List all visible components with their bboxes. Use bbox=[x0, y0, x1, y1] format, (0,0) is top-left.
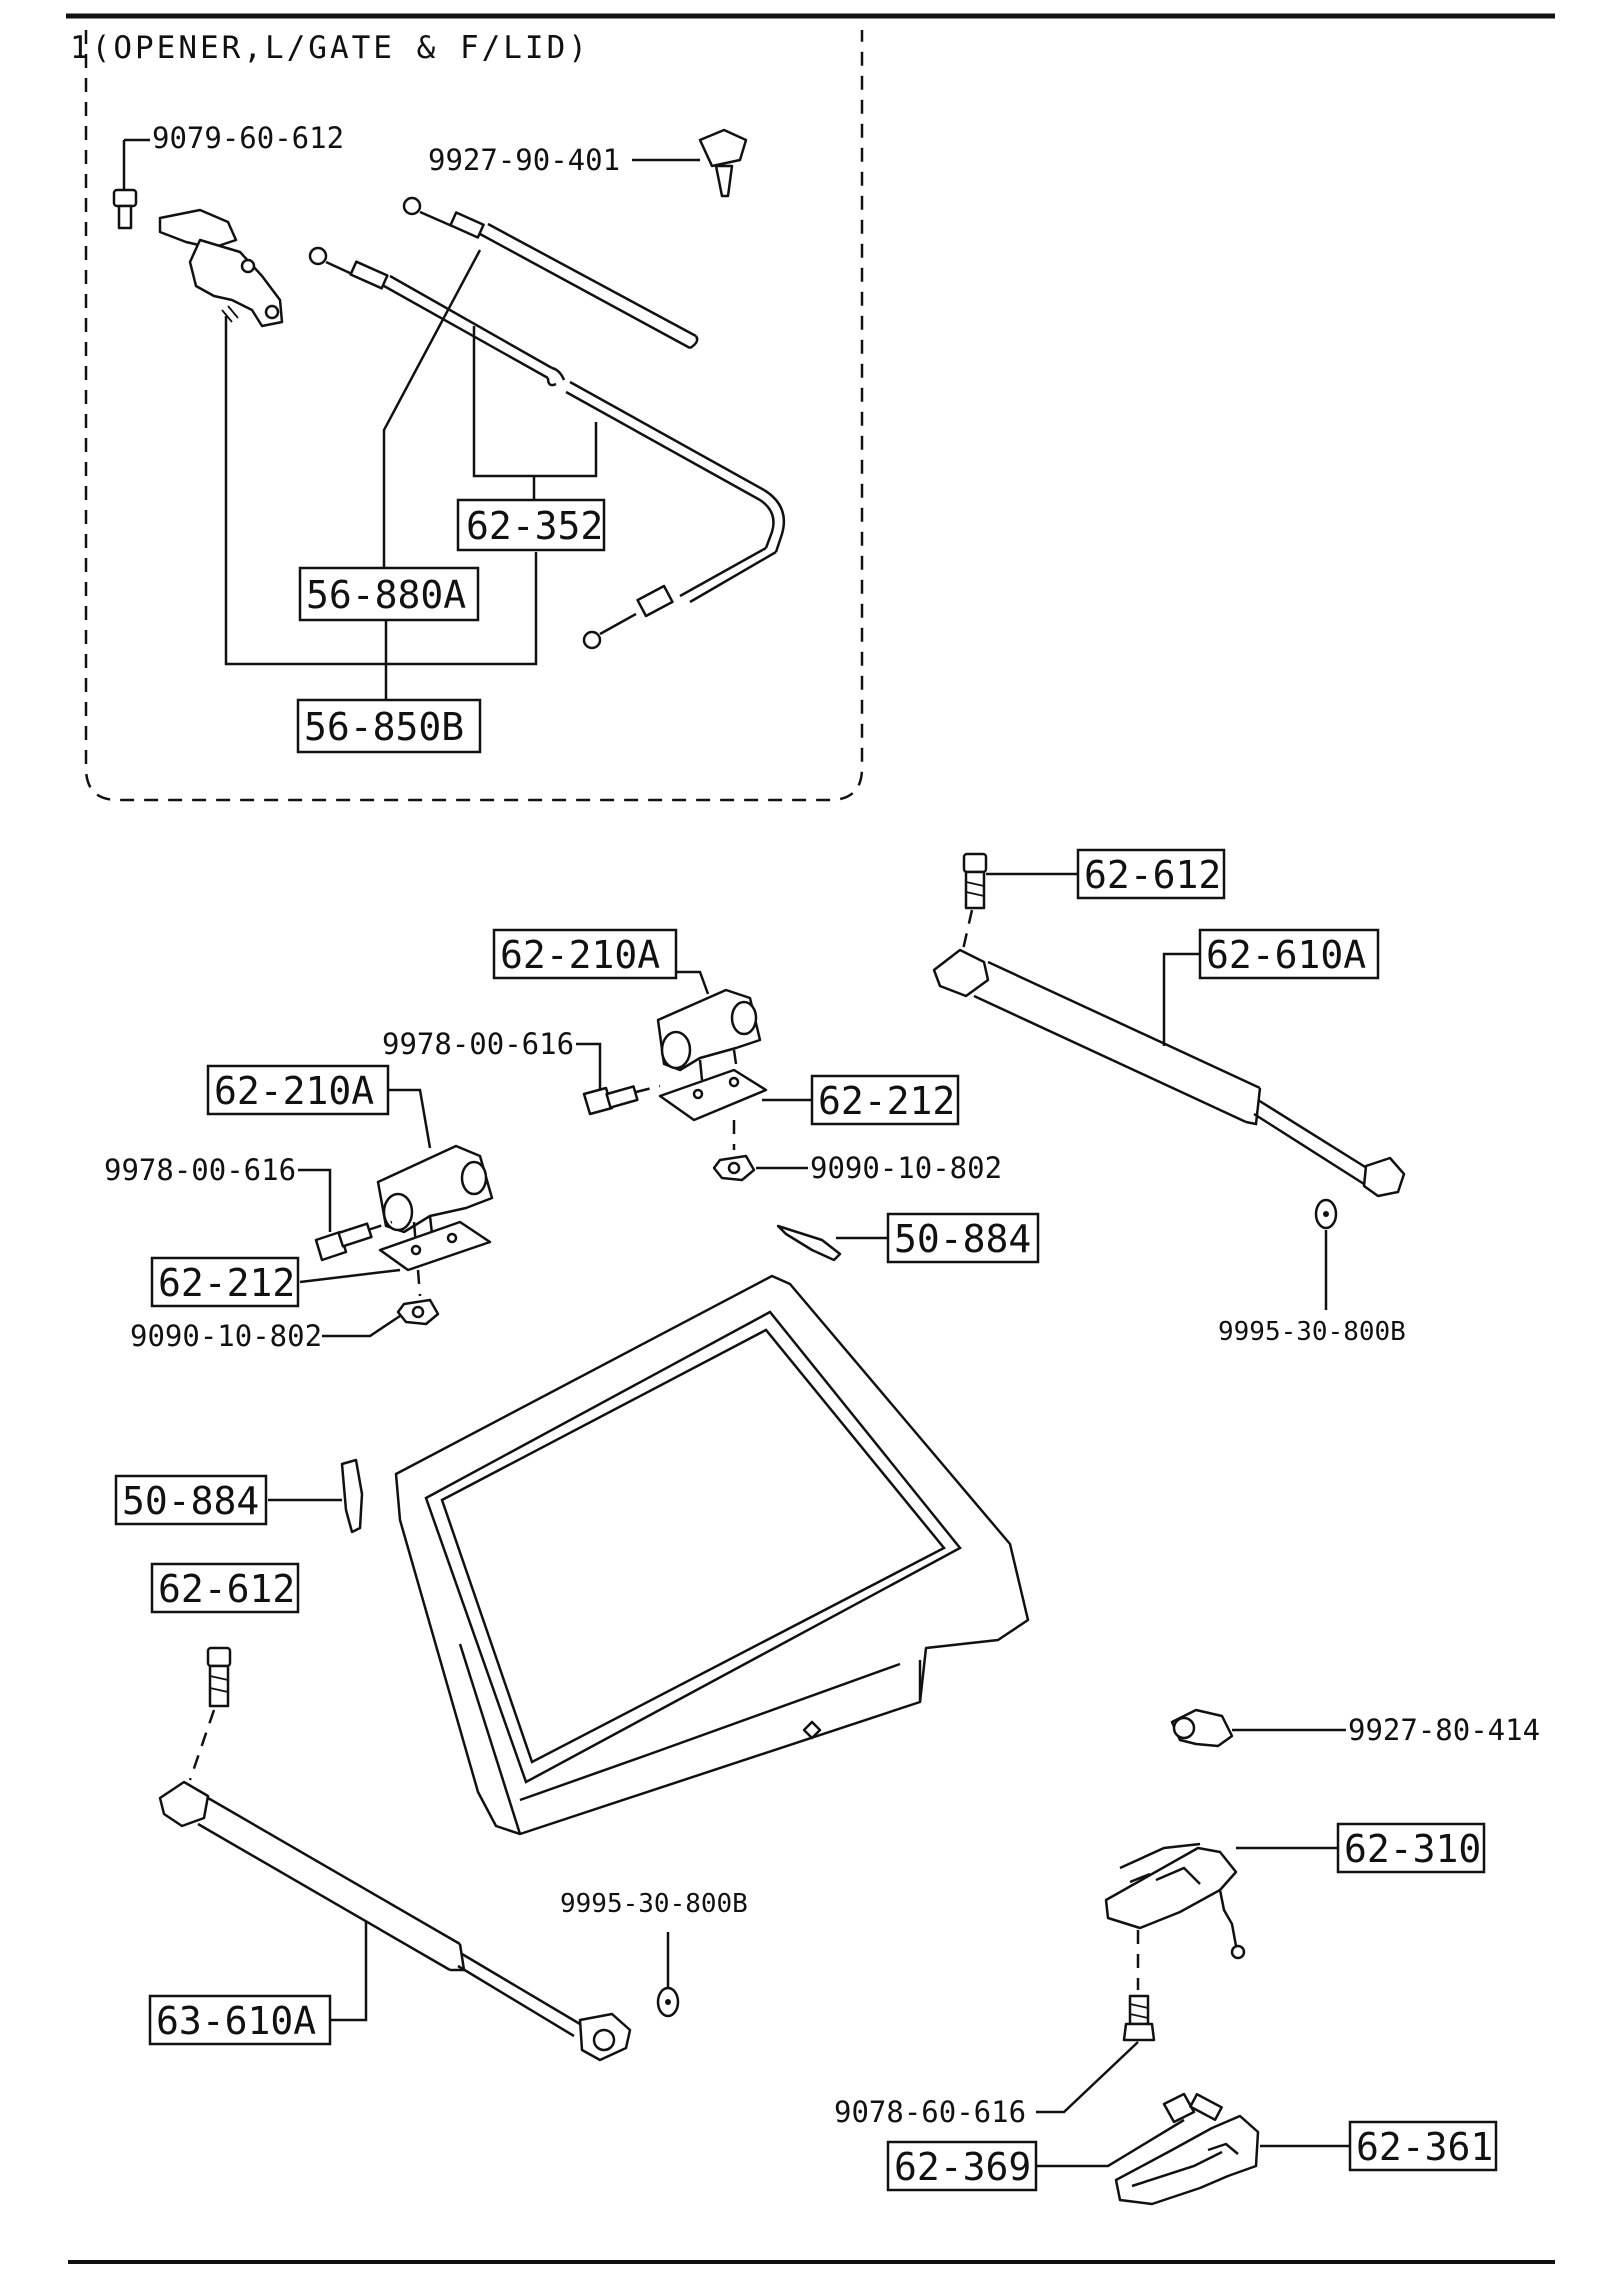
callout-box-62-210A-upper bbox=[492, 928, 678, 980]
callout-box-62-210A-lower bbox=[206, 1064, 390, 1116]
callout-62-210A-upper: 62-210A bbox=[500, 933, 660, 977]
callout-62-369: 62-369 bbox=[894, 2145, 1031, 2189]
callout-box-62-352 bbox=[456, 498, 606, 552]
callout-9090-10-802-lower: 9090-10-802 bbox=[130, 1319, 322, 1353]
leader-c7 bbox=[1162, 952, 1200, 1046]
clip-9927-80-414-icon bbox=[1170, 1708, 1234, 1748]
leader-62-352 bbox=[472, 326, 598, 500]
callout-62-210A-lower: 62-210A bbox=[214, 1069, 374, 1113]
inset-title: 1(OPENER,L/GATE & F/LID) bbox=[70, 30, 590, 66]
callout-9927-80-414: 9927-80-414 bbox=[1348, 1713, 1540, 1747]
cable-upper-icon bbox=[402, 196, 699, 350]
leader-56-850B bbox=[224, 316, 538, 700]
gas-strut-left-icon bbox=[158, 1780, 632, 2062]
callout-62-361: 62-361 bbox=[1356, 2125, 1493, 2169]
callout-62-212-upper: 62-212 bbox=[818, 1079, 955, 1123]
callout-62-612-top: 62-612 bbox=[1084, 853, 1221, 897]
callout-box-62-212-lower bbox=[150, 1256, 300, 1308]
callout-box-63-610A bbox=[148, 1994, 332, 2046]
callout-box-62-369 bbox=[886, 2140, 1038, 2192]
hinge-lower-icon bbox=[376, 1144, 494, 1272]
leader-56-880A bbox=[382, 249, 482, 568]
nut-lower-icon bbox=[396, 1298, 440, 1326]
callout-box-62-612-top bbox=[1076, 848, 1226, 900]
callout-box-62-361 bbox=[1348, 2120, 1498, 2172]
dash-nut-lower bbox=[416, 1269, 422, 1297]
leader-c12 bbox=[386, 1088, 432, 1149]
callout-62-212-lower: 62-212 bbox=[158, 1261, 295, 1305]
callout-box-50-884-left bbox=[114, 1474, 268, 1526]
callout-62-352: 62-352 bbox=[466, 504, 603, 548]
dash-bolt-upper bbox=[635, 1084, 661, 1094]
callout-9995-30-800B-lower: 9995-30-800B bbox=[560, 1889, 748, 1919]
callout-box-56-880A bbox=[298, 566, 480, 622]
inset-dashed-border bbox=[84, 30, 864, 802]
leader-c8 bbox=[676, 970, 710, 995]
bolt-62-612-top-icon bbox=[962, 852, 988, 910]
callout-box-56-850B bbox=[296, 698, 482, 754]
callout-9995-30-800B-right: 9995-30-800B bbox=[1218, 1317, 1406, 1347]
callout-63-610A: 63-610A bbox=[156, 1999, 316, 2043]
leader-c15 bbox=[299, 1268, 401, 1284]
callout-56-850B: 56-850B bbox=[304, 705, 464, 749]
bolt-upper-hinge-icon bbox=[582, 1085, 639, 1116]
washer-right-icon bbox=[1314, 1198, 1338, 1230]
hinge-upper-icon bbox=[656, 988, 768, 1122]
bolt-62-369-icon bbox=[1162, 2092, 1223, 2124]
callout-9978-00-616-lower: 9978-00-616 bbox=[104, 1153, 296, 1187]
callout-50-884-top: 50-884 bbox=[894, 1217, 1031, 1261]
callout-9090-10-802-upper: 9090-10-802 bbox=[810, 1151, 1002, 1185]
gas-strut-right-icon bbox=[932, 948, 1406, 1198]
callout-box-62-310 bbox=[1336, 1822, 1486, 1874]
bolt-lower-hinge-icon bbox=[314, 1222, 373, 1262]
callout-9978-00-616-upper: 9978-00-616 bbox=[382, 1027, 574, 1061]
leader-c9 bbox=[576, 1042, 602, 1090]
washer-left-icon bbox=[656, 1986, 680, 2018]
clip-50-884-icon bbox=[776, 1224, 842, 1262]
callout-56-880A: 56-880A bbox=[306, 573, 466, 617]
clip-icon bbox=[698, 128, 748, 198]
cable-lower-icon bbox=[308, 246, 786, 650]
leader-c16 bbox=[322, 1314, 401, 1338]
dash-62-612-left bbox=[188, 1709, 216, 1781]
dash-bolt-lower bbox=[367, 1220, 393, 1232]
callout-box-62-212-upper bbox=[810, 1074, 960, 1126]
callout-box-62-612-left bbox=[150, 1562, 300, 1614]
dash-62-612-top bbox=[960, 909, 974, 955]
leader-c26 bbox=[1036, 2118, 1185, 2168]
callout-62-612-left: 62-612 bbox=[158, 1567, 295, 1611]
nut-upper-icon bbox=[712, 1154, 756, 1182]
weatherstrip-icon bbox=[340, 1458, 364, 1534]
liftgate-icon bbox=[394, 1274, 1030, 1836]
callout-62-310: 62-310 bbox=[1344, 1827, 1481, 1871]
callout-9079-60-612: 9079-60-612 bbox=[152, 121, 344, 155]
leader-c13 bbox=[298, 1168, 332, 1232]
leader-c23 bbox=[330, 1922, 368, 2022]
callout-box-62-610A bbox=[1198, 928, 1380, 980]
bolt-9078-60-616-icon bbox=[1122, 1994, 1156, 2042]
callout-62-610A: 62-610A bbox=[1206, 933, 1366, 977]
callout-9927-90-401: 9927-90-401 bbox=[428, 143, 620, 177]
latch-62-310-icon bbox=[1104, 1842, 1246, 1960]
callout-50-884-left: 50-884 bbox=[122, 1479, 259, 1523]
bolt-icon bbox=[112, 188, 138, 230]
callout-9078-60-616: 9078-60-616 bbox=[834, 2095, 1026, 2129]
leader-c24 bbox=[1036, 2041, 1139, 2114]
striker-62-361-icon bbox=[1114, 2114, 1260, 2206]
bolt-62-612-left-icon bbox=[206, 1646, 232, 1708]
callout-box-50-884-top bbox=[886, 1212, 1040, 1264]
opener-lever-icon bbox=[158, 208, 284, 328]
